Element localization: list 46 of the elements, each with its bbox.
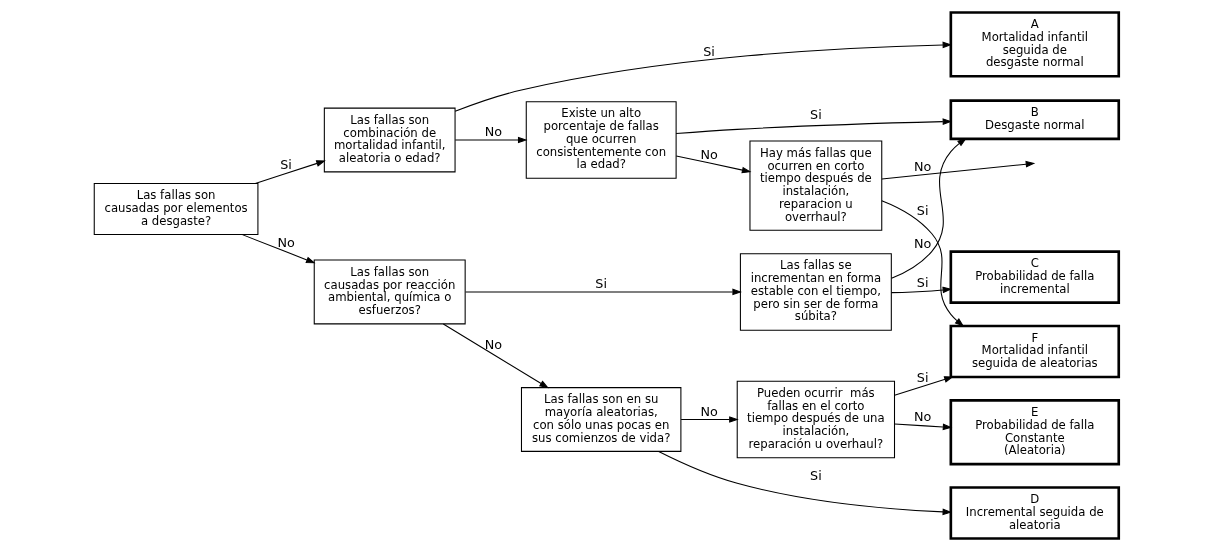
arrow [675, 118, 953, 135]
edge-label: Si [916, 369, 929, 385]
edge-label: Si [703, 43, 715, 59]
arrow [442, 323, 549, 389]
arrow [891, 138, 967, 279]
edge-label: Si [916, 275, 929, 291]
arrow [658, 450, 953, 516]
node-box: C Probabilidad de falla incremental [949, 250, 1121, 304]
edge-label: No [277, 234, 295, 250]
arrow [454, 136, 528, 144]
node-box: D Incremental seguida de aleatoria [949, 486, 1121, 540]
edge-label: No [914, 235, 932, 251]
edge-label: Si [595, 276, 608, 292]
edge-label: No [484, 124, 502, 140]
arrow [254, 160, 326, 185]
node-box: Hay más fallas que ocurren en corto tiempo después de instalación, reparacion u overrhaul? [749, 140, 883, 231]
node-box: Las fallas son combinación de mortalidad infantil, aleatoria o edad? [323, 107, 456, 173]
arrow [881, 160, 1036, 180]
arrow [241, 234, 316, 264]
node-box: A Mortalidad infantil seguida de desgaste normal [949, 11, 1121, 78]
edge-label: Si [916, 203, 929, 219]
edge-label: Si [810, 107, 822, 123]
arrow [454, 41, 953, 112]
arrow [894, 376, 954, 396]
arrow [675, 155, 752, 174]
node-box: Las fallas se incrementan en forma estable con el tiempo, pero sin ser de forma súbita? [739, 253, 892, 331]
arrow [465, 288, 742, 296]
node-box: B Desgaste normal [949, 99, 1121, 141]
edge-label: Si [280, 157, 292, 173]
node-box: Las fallas son causadas por reacción ambiental, química o esfuerzos? [313, 259, 466, 325]
edge-label: No [700, 403, 718, 419]
edge-label: No [914, 409, 932, 425]
node-box: Las fallas son causadas por elementos a desgaste? [93, 183, 259, 236]
edge-label: No [700, 146, 718, 162]
node-box: Pueden ocurrir más fallas en el corto tiempo después de una instalación, reparación u overhaul? [736, 380, 896, 459]
arrow [680, 416, 739, 423]
arrow [894, 423, 953, 431]
node-box: E Probabilidad de falla Constante (Aleatoria) [949, 399, 1121, 466]
edge-label: No [484, 336, 502, 352]
node-box: Las fallas son en su mayoría aleatorias, con sólo unas pocas en sus comienzos de vida? [520, 387, 682, 452]
node-box: Existe un alto porcentaje de fallas que ocurren consistentemente con la edad? [525, 101, 677, 179]
edge-label: No [914, 159, 932, 175]
edge-label: Si [810, 467, 822, 483]
arrow [890, 286, 953, 294]
node-box: F Mortalidad infantil seguida de aleatorias [949, 324, 1121, 379]
arrow [881, 200, 965, 327]
